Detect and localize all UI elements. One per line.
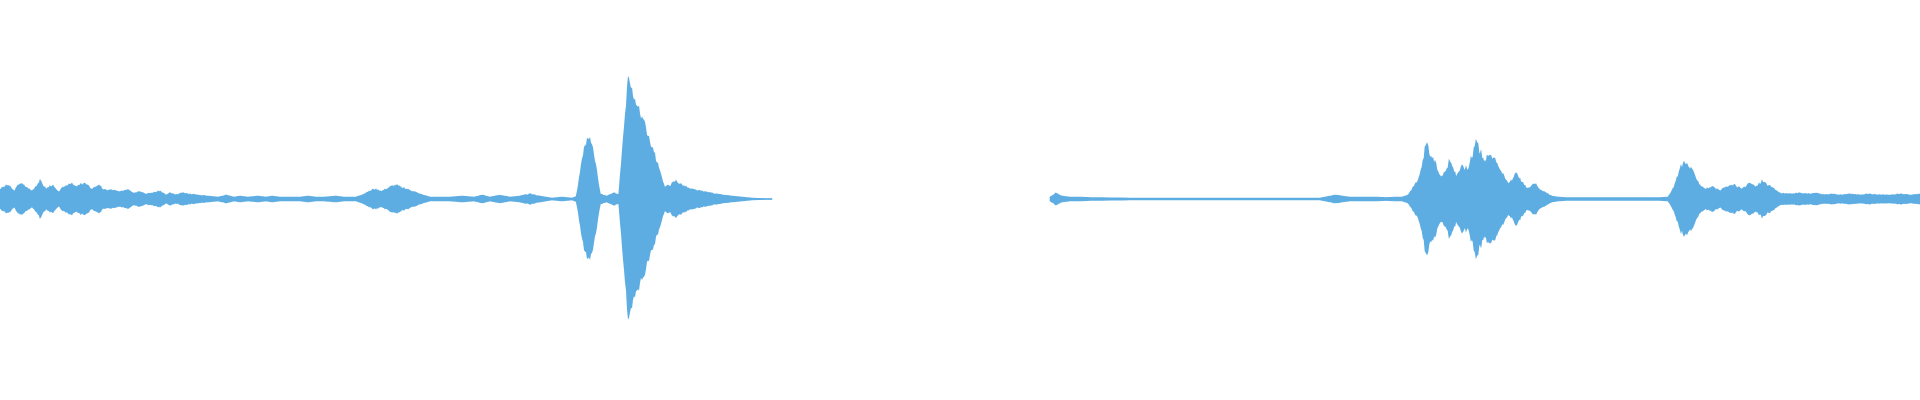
waveform-peak-1 [575, 136, 602, 261]
waveform-segment-2 [1049, 138, 1920, 260]
waveform-segments [0, 75, 1920, 320]
waveform-peak-2 [618, 75, 668, 320]
waveform-segment-1 [0, 178, 773, 220]
